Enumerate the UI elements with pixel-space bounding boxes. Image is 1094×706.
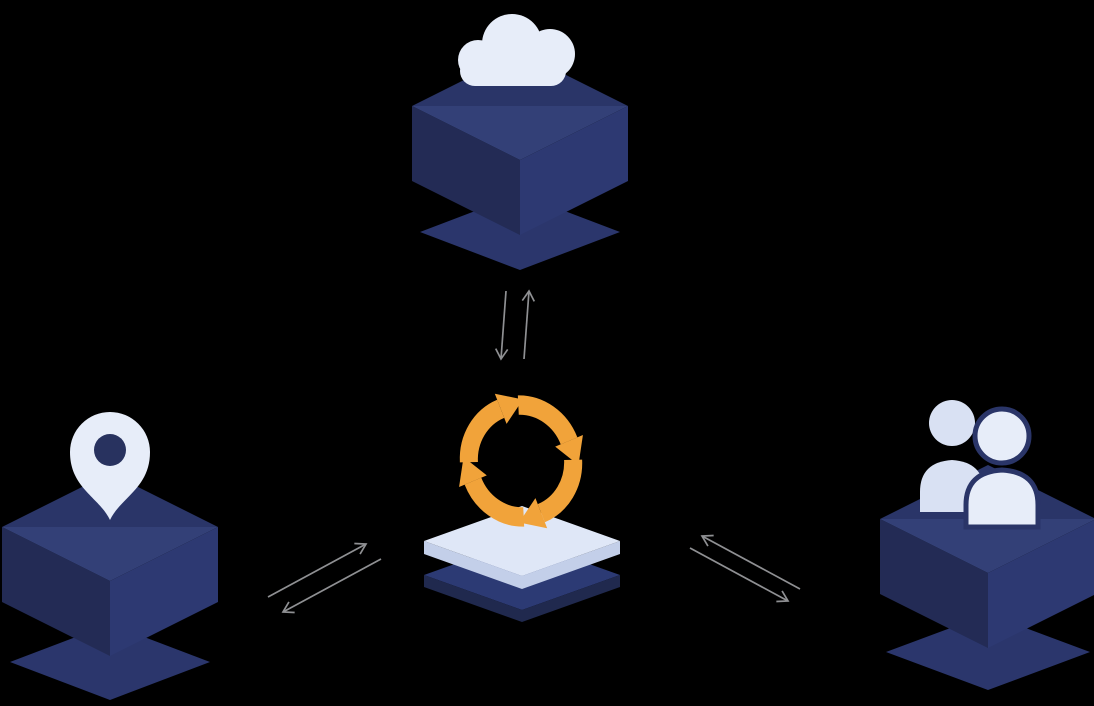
cube-top-face xyxy=(880,519,1094,573)
cloud-node xyxy=(412,14,628,270)
connection-cloud-hub xyxy=(494,289,536,361)
arrowhead-down xyxy=(494,348,509,361)
connection-line xyxy=(701,535,801,590)
platform-top-face xyxy=(424,506,620,576)
cube-right-face xyxy=(988,520,1094,648)
cube-top-face xyxy=(2,527,218,581)
cube-left-face xyxy=(2,527,110,656)
person-back-head xyxy=(929,400,975,446)
cube-right-face xyxy=(520,106,628,235)
sync-arrowhead xyxy=(519,498,548,529)
sync-hub xyxy=(424,393,620,622)
sync-arrowhead xyxy=(494,393,523,424)
sync-arrowhead xyxy=(555,435,583,465)
connection-line xyxy=(282,558,382,613)
cloud-base xyxy=(460,56,566,86)
arrowhead-up xyxy=(521,289,536,302)
person-front xyxy=(963,406,1041,530)
platform-left-side xyxy=(424,541,522,589)
cube-left-face xyxy=(880,519,988,648)
sync-arrows-icon xyxy=(459,393,583,529)
person-front-body xyxy=(963,467,1041,530)
sync-arc-segment xyxy=(517,395,578,445)
platform-base-left-side xyxy=(424,575,522,622)
sync-arc-segment xyxy=(464,477,525,527)
cloud-icon xyxy=(458,14,575,86)
pin-hole xyxy=(94,434,126,466)
connection-line xyxy=(523,290,530,360)
users-node xyxy=(880,400,1094,690)
cube-right-face xyxy=(110,527,218,656)
sync-arc-segment xyxy=(459,399,505,463)
connection-line xyxy=(500,290,507,360)
cube-pedestal xyxy=(886,614,1090,690)
platform-base-right-side xyxy=(522,575,620,622)
arrowhead-to-hub xyxy=(700,534,714,547)
person-front-head xyxy=(972,406,1032,466)
arrowhead-to-node xyxy=(281,601,295,614)
connection-line xyxy=(267,543,367,598)
connection-location-hub xyxy=(267,542,382,614)
sync-arc-segment xyxy=(537,459,583,523)
connection-users-hub xyxy=(689,534,801,603)
platform xyxy=(424,506,620,589)
cube-top-face xyxy=(412,106,628,160)
platform-right-side xyxy=(522,541,620,589)
sync-arrowhead xyxy=(459,457,487,487)
cube-left-face xyxy=(412,106,520,235)
cube-pedestal xyxy=(10,624,210,700)
connection-line xyxy=(689,547,789,602)
arrowhead-to-hub xyxy=(354,542,368,555)
arrowhead-to-node xyxy=(776,590,790,603)
users-icon xyxy=(920,400,1041,530)
location-node xyxy=(2,412,218,700)
map-pin-icon xyxy=(70,412,150,520)
